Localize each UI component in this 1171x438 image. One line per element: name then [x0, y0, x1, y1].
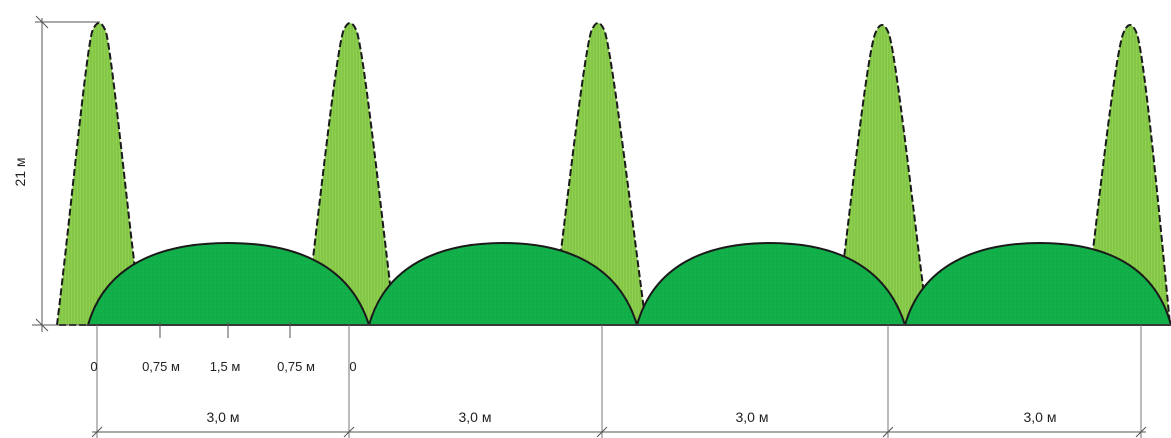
span-label-1: 3,0 м [207, 409, 240, 425]
height-dimension: 21 м [12, 15, 100, 332]
shrub-4 [903, 241, 1171, 326]
shrub-1 [86, 241, 371, 326]
tall-tree-3 [550, 22, 648, 326]
span-label-2: 3,0 м [459, 409, 492, 425]
shrub-scale-ticks [159, 322, 291, 338]
tall-tree-1 [55, 22, 144, 326]
spacing-zero-right: 0 [349, 359, 356, 374]
spacing-center: 1,5 м [210, 359, 241, 374]
tall-tree-4 [834, 24, 930, 326]
tall-tree-2 [303, 22, 397, 326]
spacing-quarter-left: 0,75 м [142, 359, 180, 374]
tall-tree-5 [1082, 24, 1171, 326]
shrub-3 [635, 241, 907, 326]
span-label-4: 3,0 м [1024, 409, 1057, 425]
extension-lines [96, 325, 1142, 438]
spacing-quarter-right: 0,75 м [277, 359, 315, 374]
height-label: 21 м [12, 157, 28, 186]
span-dimension-line [91, 426, 1147, 438]
spacing-zero-left: 0 [90, 359, 97, 374]
span-label-3: 3,0 м [736, 409, 769, 425]
shrub-2 [367, 241, 639, 326]
